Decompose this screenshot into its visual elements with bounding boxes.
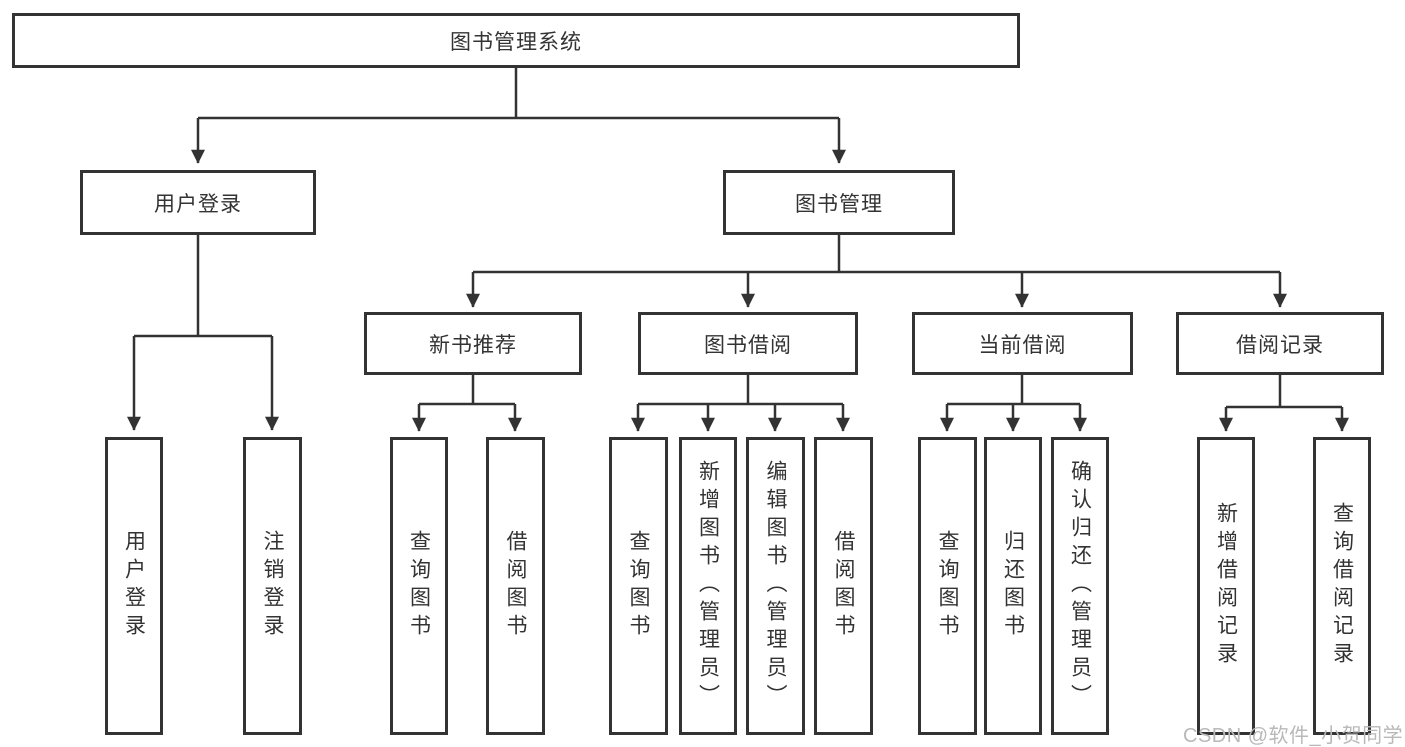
leaf-edit-book-admin: 编辑图书（管理员） (746, 437, 805, 735)
leaf-borrow-books-a: 借阅图书 (486, 437, 545, 735)
leaf-logout-label: 注销登录 (261, 530, 284, 642)
node-book-management-label: 图书管理 (795, 192, 883, 216)
leaf-borrow-books-b: 借阅图书 (814, 437, 873, 735)
node-root: 图书管理系统 (12, 13, 1020, 68)
leaf-user-login-label: 用户登录 (122, 530, 146, 642)
leaf-add-borrow-record-label: 新增借阅记录 (1214, 502, 1238, 670)
node-book-borrow: 图书借阅 (638, 312, 858, 375)
leaf-query-books-c: 查询图书 (918, 437, 977, 735)
leaf-query-books-c-label: 查询图书 (936, 530, 959, 642)
node-user-login-label: 用户登录 (154, 192, 242, 216)
leaf-edit-book-admin-label: 编辑图书（管理员） (764, 460, 787, 712)
leaf-user-login: 用户登录 (105, 437, 163, 735)
leaf-return-books: 归还图书 (984, 437, 1042, 735)
node-borrow-records: 借阅记录 (1176, 312, 1384, 375)
leaf-return-books-label: 归还图书 (1001, 530, 1025, 642)
leaf-query-books-a: 查询图书 (390, 437, 448, 735)
node-root-label: 图书管理系统 (450, 30, 582, 54)
leaf-add-book-admin-label: 新增图书（管理员） (696, 460, 720, 712)
leaf-borrow-books-a-label: 借阅图书 (504, 530, 527, 642)
leaf-confirm-return-admin: 确认归还（管理员） (1051, 437, 1109, 735)
leaf-query-borrow-record: 查询借阅记录 (1313, 437, 1371, 735)
leaf-add-book-admin: 新增图书（管理员） (679, 437, 737, 735)
node-book-management: 图书管理 (723, 170, 955, 235)
node-new-book-recommend-label: 新书推荐 (429, 333, 517, 357)
node-current-borrow: 当前借阅 (912, 312, 1133, 375)
leaf-query-books-a-label: 查询图书 (407, 530, 431, 642)
leaf-logout: 注销登录 (243, 437, 302, 735)
leaf-borrow-books-b-label: 借阅图书 (832, 530, 855, 642)
node-book-borrow-label: 图书借阅 (704, 333, 792, 357)
node-current-borrow-label: 当前借阅 (978, 333, 1067, 357)
leaf-query-books-b-label: 查询图书 (627, 530, 650, 642)
leaf-confirm-return-admin-label: 确认归还（管理员） (1068, 460, 1092, 712)
leaf-add-borrow-record: 新增借阅记录 (1197, 437, 1255, 735)
node-borrow-records-label: 借阅记录 (1236, 333, 1324, 357)
node-user-login: 用户登录 (80, 170, 316, 235)
watermark: CSDN @软件_小贺同学 (1183, 725, 1404, 747)
leaf-query-borrow-record-label: 查询借阅记录 (1330, 502, 1354, 670)
node-new-book-recommend: 新书推荐 (364, 312, 582, 375)
leaf-query-books-b: 查询图书 (609, 437, 668, 735)
